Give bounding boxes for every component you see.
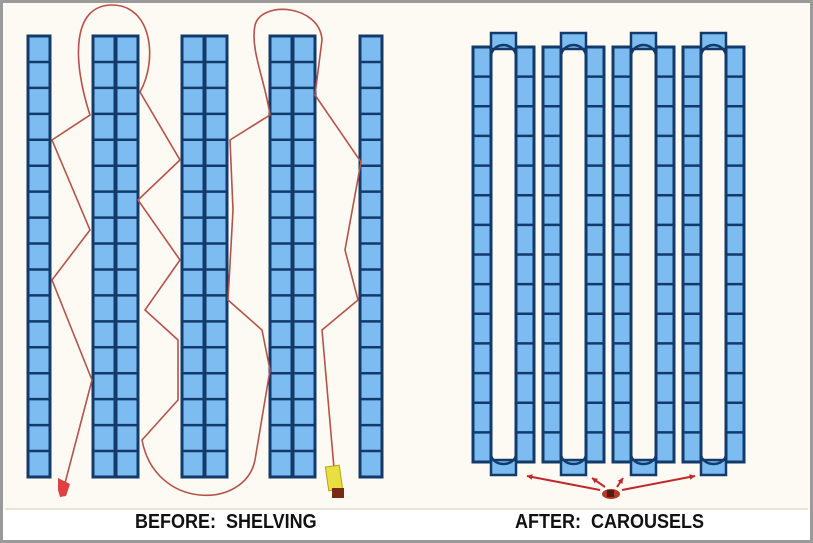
operator-icon bbox=[602, 489, 620, 499]
after-caption: AFTER: CAROUSELS bbox=[515, 511, 704, 533]
carousel-right-bin-column bbox=[724, 45, 746, 464]
carousel-2 bbox=[541, 31, 606, 477]
carousel-right-bin-column bbox=[654, 45, 676, 464]
shelf-column-4 bbox=[180, 34, 206, 479]
carousel-right-bin-column bbox=[514, 45, 536, 464]
carousel-right-bin-column bbox=[584, 45, 606, 464]
carousel-left-bin-column bbox=[681, 45, 703, 464]
before-caption: BEFORE: SHELVING bbox=[135, 511, 317, 533]
carousel-left-bin-column bbox=[611, 45, 633, 464]
carousel-4 bbox=[681, 31, 746, 477]
picker-start-icon bbox=[324, 464, 344, 498]
path-end-arrow-icon bbox=[58, 478, 70, 497]
shelf-column-8 bbox=[358, 34, 384, 479]
carousel-1 bbox=[471, 31, 536, 477]
picker-walking-path bbox=[51, 4, 362, 497]
shelf-column-7 bbox=[291, 34, 317, 479]
shelf-column-2 bbox=[91, 34, 117, 479]
carousel-left-bin-column bbox=[471, 45, 493, 464]
before-shelving-panel bbox=[26, 4, 384, 498]
carousel-3 bbox=[611, 31, 676, 477]
shelf-column-5 bbox=[203, 34, 229, 479]
direction-arrow-icon bbox=[526, 474, 696, 491]
after-carousels-panel bbox=[471, 31, 746, 499]
shelf-column-3 bbox=[114, 34, 140, 479]
shelf-column-6 bbox=[268, 34, 294, 479]
shelf-column-1 bbox=[26, 34, 52, 479]
carousel-left-bin-column bbox=[541, 45, 563, 464]
